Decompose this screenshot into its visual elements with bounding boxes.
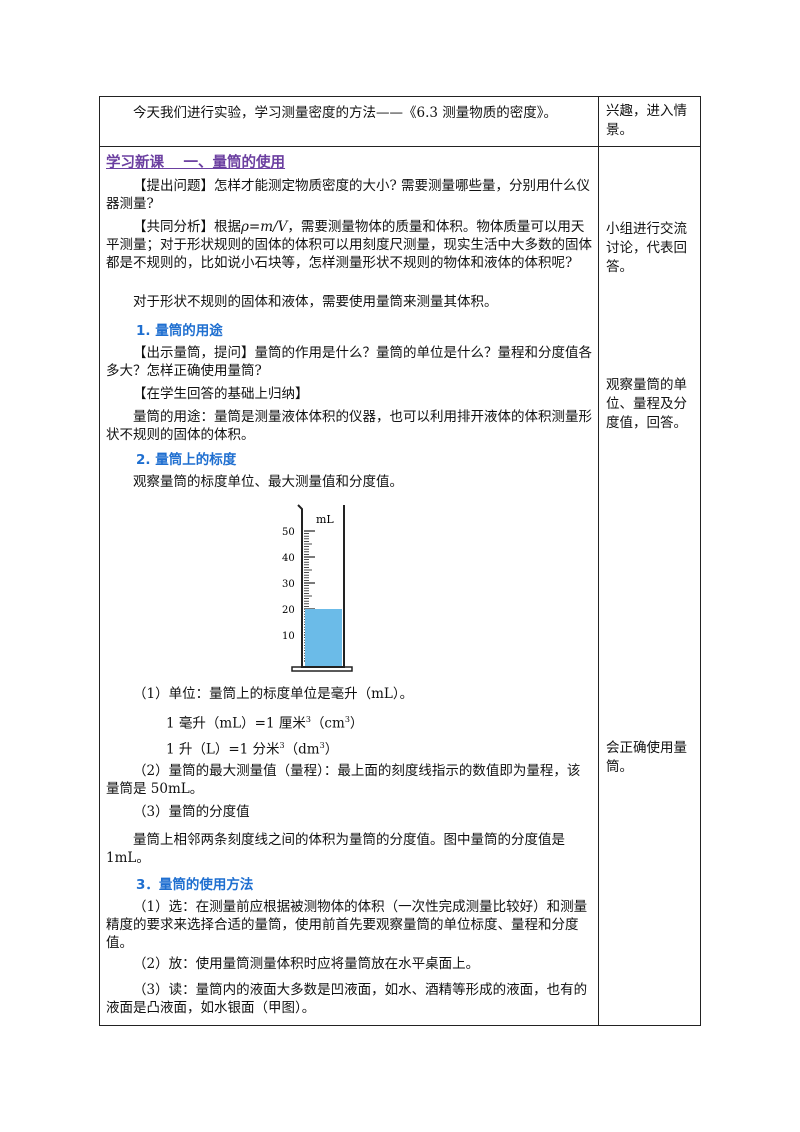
measuring-cylinder-figure: mL 50 40 30 20 10 (282, 504, 353, 672)
analysis-rest: ，需要测量物体的质量和体积。物体质量可以用天平测量；对于形状规则的固体的体积可以… (106, 219, 592, 271)
irregular-paragraph: 对于形状不规则的固体和液体，需要使用量筒来测量其体积。 (133, 294, 498, 310)
density-formula: ρ=m/V (241, 219, 288, 235)
tick-label-10: 10 (282, 631, 295, 642)
question-paragraph: 【提出问题】怎样才能测定物质密度的大小? 需要测量哪些量，分别用什么仪器测量? (106, 178, 591, 212)
analysis-paragraph: 【共同分析】根据ρ=m/V，需要测量物体的质量和体积。物体质量可以用天平测量；对… (106, 218, 592, 272)
unit-paragraph: （1）单位：量筒上的标度单位是毫升（mL）。 (133, 686, 414, 702)
tick-label-30: 30 (282, 579, 295, 590)
read-paragraph: （3）读：量筒内的液面大多数是凹液面，如水、酒精等形成的液面，也有的液面是凸液面… (106, 982, 588, 1016)
conversion-l: 1 升（L）=1 分米3（dm3） (166, 741, 339, 758)
conversion-ml: 1 毫升（mL）=1 厘米3（cm3） (166, 715, 364, 732)
side-note-use: 会正确使用量筒。 (606, 740, 687, 775)
division-paragraph: 量筒上相邻两条刻度线之间的体积为量筒的分度值。图中量筒的分度值是1mL。 (106, 832, 565, 866)
intro-side-note: 兴趣，进入情景。 (606, 103, 687, 138)
subheading-scale: 2. 量筒上的标度 (136, 452, 237, 468)
division-label: （3）量筒的分度值 (133, 804, 250, 820)
section-heading: 学习新课 一、量筒的使用 (106, 155, 286, 171)
row-divider (100, 146, 700, 147)
side-note-observe: 观察量筒的单位、量程及分度值，回答。 (606, 377, 687, 431)
unit-label: mL (316, 513, 334, 526)
column-divider (598, 97, 599, 1025)
intro-text: 今天我们进行实验，学习测量密度的方法——《6.3 测量物质的密度》。 (133, 105, 558, 121)
observe-paragraph: 观察量筒的标度单位、最大测量值和分度值。 (133, 474, 403, 490)
usage-paragraph: 量筒的用途：量筒是测量液体体积的仪器，也可以利用排开液体的体积测量形状不规则的固… (106, 409, 592, 443)
tick-label-20: 20 (282, 605, 295, 616)
subheading-usage: 1. 量筒的用途 (136, 323, 223, 339)
liquid (305, 609, 342, 667)
summary-label: 【在学生回答的基础上归纳】 (133, 386, 309, 402)
cylinder-base (291, 666, 353, 672)
range-paragraph: （2）量筒的最大测量值（量程）：最上面的刻度线指示的数值即为量程，该量筒是 50… (106, 763, 581, 797)
analysis-lead: 【共同分析】根据 (133, 219, 241, 235)
side-note-group: 小组进行交流讨论，代表回答。 (606, 221, 687, 275)
lesson-table: 今天我们进行实验，学习测量密度的方法——《6.3 测量物质的密度》。 兴趣，进入… (99, 96, 701, 1026)
show-paragraph: 【出示量筒，提问】量筒的作用是什么？量筒的单位是什么？量程和分度值各多大？怎样正… (106, 345, 592, 379)
subheading-method: 3．量筒的使用方法 (136, 877, 254, 893)
tick-label-50: 50 (282, 527, 295, 538)
select-paragraph: （1）选：在测量前应根据被测物体的体积（一次性完成测量比较好）和测量精度的要求来… (106, 899, 588, 951)
place-paragraph: （2）放：使用量筒测量体积时应将量筒放在水平桌面上。 (133, 956, 480, 972)
tick-label-40: 40 (282, 553, 295, 564)
